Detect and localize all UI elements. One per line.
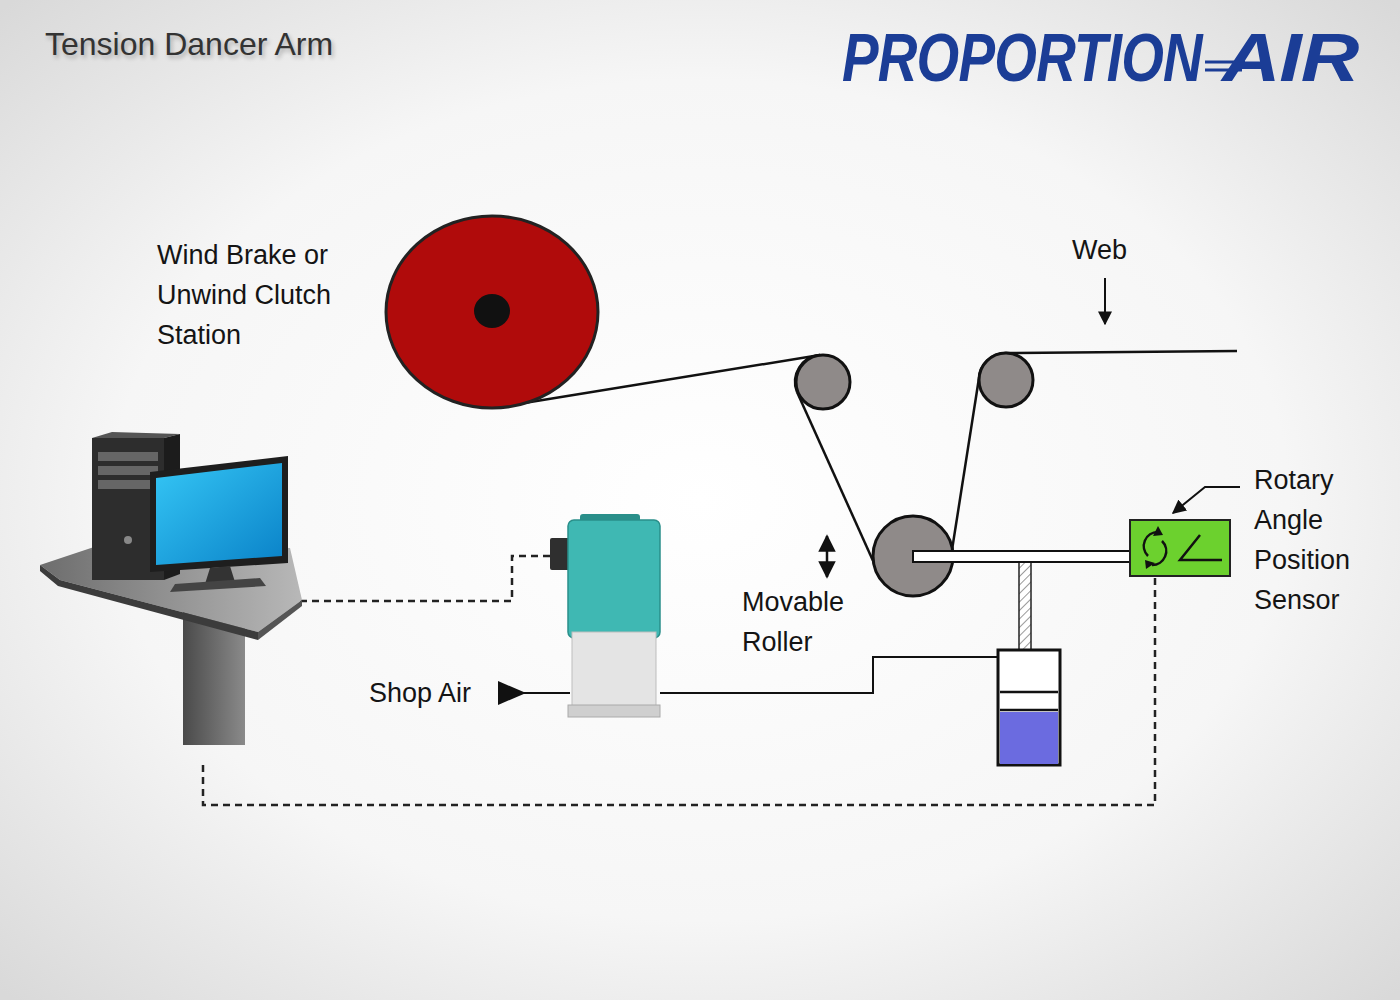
air-inlet-arrow xyxy=(498,681,526,705)
part-label: Web xyxy=(1072,230,1127,270)
leader-line xyxy=(1173,487,1240,513)
roll-core xyxy=(474,294,510,328)
air-cylinder xyxy=(998,561,1060,765)
logo-text: AIR xyxy=(1222,22,1358,92)
pressure-regulator xyxy=(550,514,660,717)
idler-roller xyxy=(796,353,1033,409)
material-roll xyxy=(386,216,598,408)
diagram-title: Tension Dancer Arm xyxy=(45,24,333,64)
logo-text: PROPORTION xyxy=(842,22,1202,92)
part-label: Rotary Angle Position Sensor xyxy=(1254,460,1389,620)
dancer-arm xyxy=(913,551,1131,562)
web-pointer xyxy=(1104,278,1106,324)
signal-wire xyxy=(203,556,1155,805)
computer xyxy=(40,432,302,745)
part-label: Movable Roller xyxy=(742,582,882,662)
inlet-label: Shop Air xyxy=(369,673,471,713)
angle-sensor xyxy=(1130,520,1230,576)
motion-arrow xyxy=(826,536,829,577)
station-label: Wind Brake or Unwind Clutch Station xyxy=(157,235,372,355)
air-line xyxy=(520,657,998,693)
